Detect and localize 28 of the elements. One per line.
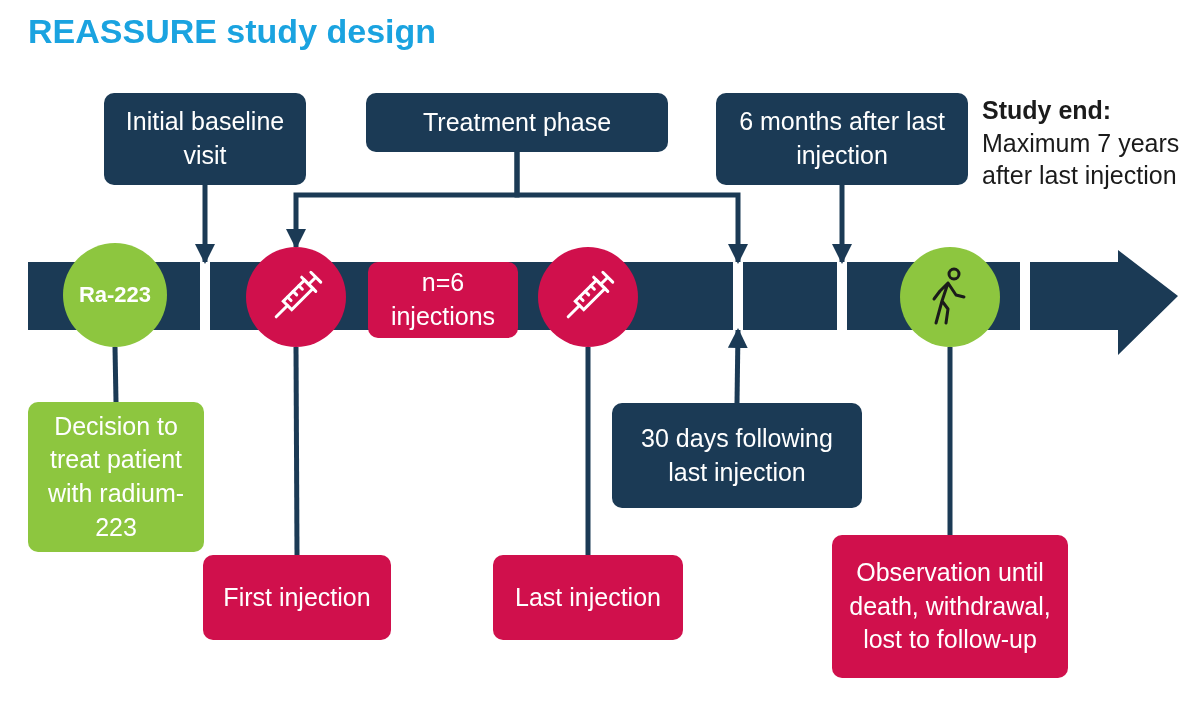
title: REASSURE study design	[28, 12, 437, 51]
arrow	[195, 185, 215, 264]
arrow	[727, 328, 748, 404]
node-text: Observation until death, withdrawal, lost to follow-up	[848, 556, 1052, 656]
label-box	[832, 535, 1068, 678]
arrow	[514, 152, 748, 264]
connector-line	[947, 347, 953, 535]
label-box	[366, 93, 668, 152]
connector-line	[585, 347, 591, 555]
connector-line	[293, 347, 300, 555]
node-text: Decision to treat patient with radium-223	[46, 410, 186, 543]
label-box	[716, 93, 968, 185]
label-box	[104, 93, 306, 185]
arrow	[832, 185, 852, 264]
node-text: 30 days following last injection	[640, 422, 834, 488]
node-text: First injection	[223, 581, 371, 613]
connector-line	[112, 346, 119, 403]
node-text: 6 months after last injection	[738, 106, 946, 171]
node-text: n=6 injections	[389, 267, 497, 332]
node-text: Last injection	[515, 581, 661, 613]
note-text: Study end: Maximum 7 years after last injection	[982, 95, 1181, 191]
node-text: Ra-223	[78, 281, 152, 310]
label-box	[28, 402, 204, 552]
label-box	[203, 555, 391, 640]
label-box	[612, 403, 862, 508]
label-box	[493, 555, 683, 640]
node-text: Initial baseline visit	[124, 106, 286, 171]
node-text: Treatment phase	[422, 106, 612, 138]
